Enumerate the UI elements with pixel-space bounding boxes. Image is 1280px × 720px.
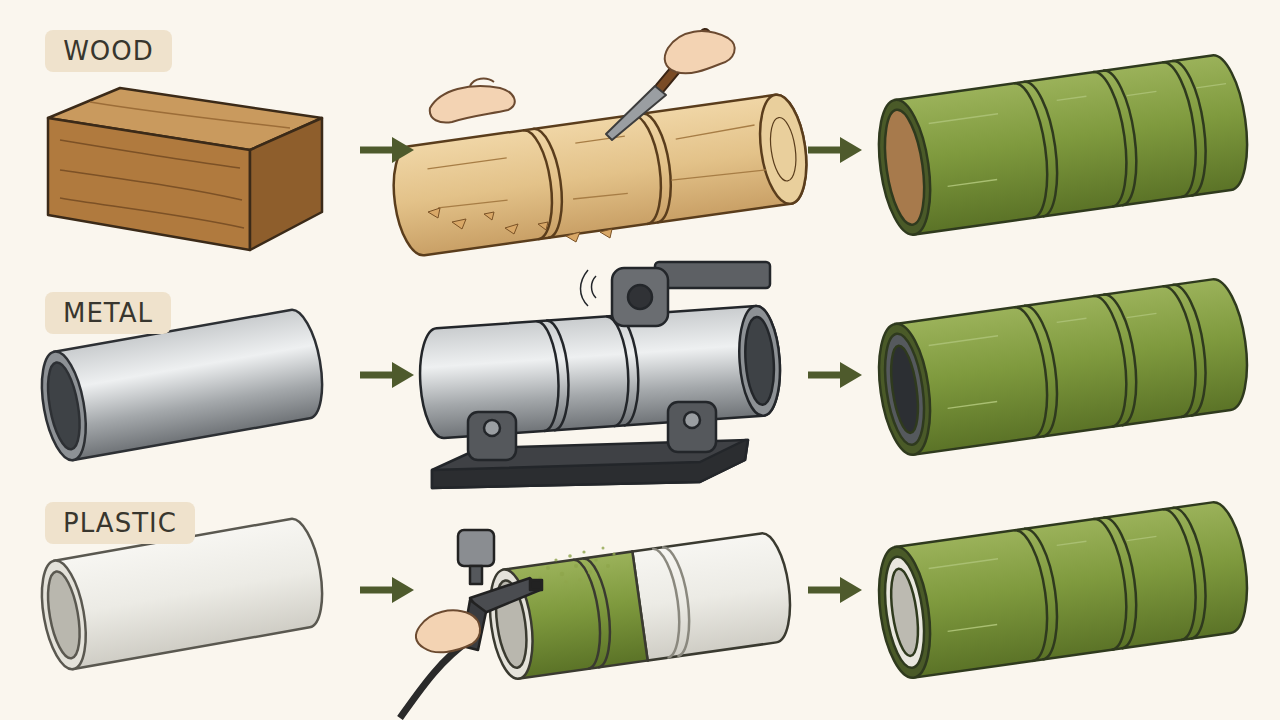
carving-hands [430,31,735,140]
spray-mist [538,547,615,584]
material-name: METAL [63,300,153,326]
wood-block [48,88,322,250]
bamboo-tube [872,276,1255,458]
rolling-machine [417,262,784,488]
wood-chips [428,208,612,242]
material-label: METAL [45,292,171,334]
bamboo-tube [872,499,1255,681]
material-name: PLASTIC [63,510,177,536]
material-name: WOOD [63,38,154,64]
spray-gun [400,530,542,718]
material-label: PLASTIC [45,502,195,544]
material-label: WOOD [45,30,172,72]
bamboo-tube [871,52,1254,238]
painted-tube [484,531,796,682]
process-arrow [360,137,862,603]
